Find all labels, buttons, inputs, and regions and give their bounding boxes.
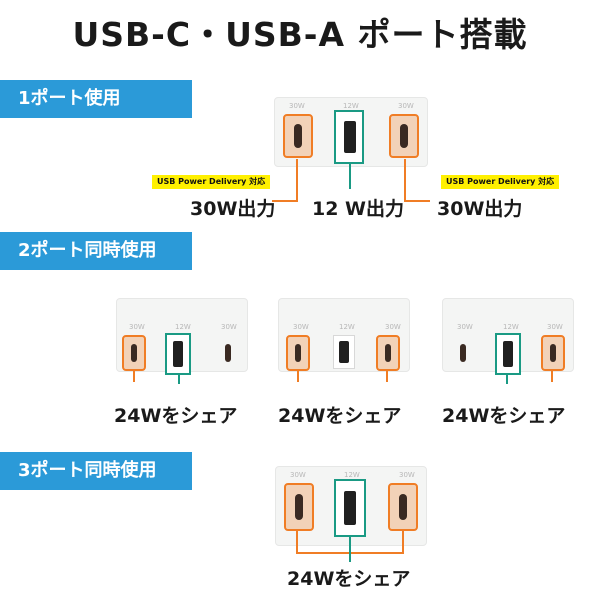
usb-a-port-mid [334, 479, 366, 537]
charger-panel-2a: 30W 12W 30W [116, 298, 248, 375]
usb-a-port-mid [334, 110, 364, 164]
output-label-a-mid: 12 W出力 [312, 198, 405, 220]
page-title: USB-C・USB-A ポート搭載 [72, 15, 528, 54]
share-label-2a: 24Wをシェア [114, 405, 238, 427]
output-label-c-right: 30W出力 [437, 198, 523, 220]
port-label-c-left: 30W [289, 102, 305, 110]
pd-badge-right: USB Power Delivery 対応 [441, 175, 560, 189]
share-label-3: 24Wをシェア [287, 568, 411, 590]
usb-c-port-left [283, 114, 313, 158]
section-two-port: 2ポート同時使用 [0, 232, 192, 270]
section-one-port: 1ポート使用 [0, 80, 192, 118]
usb-c-port-right [389, 114, 419, 158]
port-label-c-right: 30W [398, 102, 414, 110]
pd-badge-left: USB Power Delivery 対応 [152, 175, 271, 189]
usb-a-port-mid [495, 333, 521, 375]
output-label-c-left: 30W出力 [190, 198, 276, 220]
usb-c-port-left [286, 335, 310, 371]
charger-panel-2b: 30W 12W 30W [278, 298, 410, 372]
usb-c-port-right [388, 483, 418, 531]
port-label-a-mid: 12W [343, 102, 359, 110]
share-label-2c: 24Wをシェア [442, 405, 566, 427]
usb-c-port-right [376, 335, 400, 371]
usb-c-port-right [216, 335, 240, 371]
usb-a-port-mid [333, 335, 355, 369]
section-three-port: 3ポート同時使用 [0, 452, 192, 490]
usb-a-port-mid [165, 333, 191, 375]
usb-c-port-left [284, 483, 314, 531]
usb-c-port-left [122, 335, 146, 371]
charger-panel-2c: 30W 12W 30W [442, 298, 574, 375]
usb-c-port-right [541, 335, 565, 371]
share-label-2b: 24Wをシェア [278, 405, 402, 427]
usb-c-port-left [451, 335, 475, 371]
charger-panel-1: 30W 12W 30W [274, 97, 428, 167]
